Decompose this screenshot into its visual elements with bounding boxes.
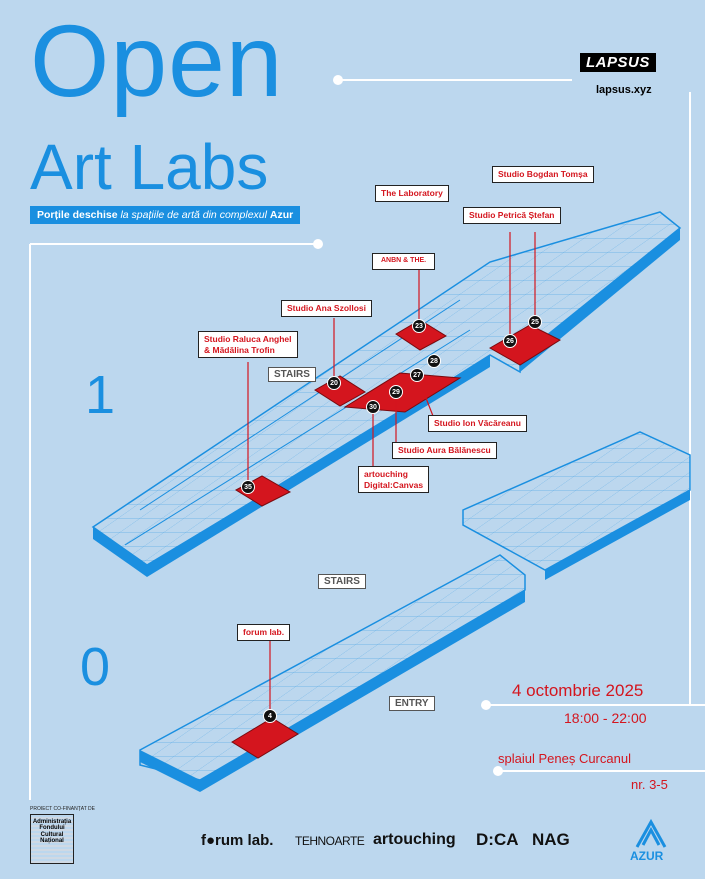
room-number-badge: 27: [410, 368, 424, 382]
label-forum-lab: forum lab.: [237, 624, 291, 641]
afcn-logo: Administrația Fondului Cultural Național: [30, 814, 74, 864]
label-raluca-line1: Studio Raluca Anghel: [204, 334, 292, 344]
label-raluca-line2: & Mădălina Trofin: [204, 344, 275, 355]
label-bogdan-tomsa: Studio Bogdan Tomșa: [492, 166, 594, 183]
frame-dots: [313, 75, 503, 776]
room-number-badge: 25: [528, 315, 542, 329]
tagline-bold-start: Porțile deschise: [37, 209, 118, 221]
title-art-labs: Art Labs: [30, 131, 269, 203]
frame-lines: [29, 79, 705, 800]
sponsor-nag: NAG: [532, 830, 570, 849]
floor-label-1: 1: [85, 365, 116, 425]
entry-tag: ENTRY: [389, 696, 435, 711]
event-number: nr. 3-5: [631, 777, 668, 792]
event-date: 4 octombrie 2025: [512, 681, 644, 700]
lapsus-logo: LAPSUS: [580, 53, 656, 72]
room-number-badge: 4: [263, 709, 277, 723]
sponsor-dca: D:CA: [476, 830, 519, 849]
room-number-badge: 29: [389, 385, 403, 399]
room-number-badge: 28: [427, 354, 441, 368]
label-artouching-line1: artouching: [364, 469, 408, 479]
room-number-badge: 35: [241, 480, 255, 494]
label-ana-szollosi: Studio Ana Szollosi: [281, 300, 373, 317]
label-petrica-stefan: Studio Petrică Ștefan: [463, 207, 561, 224]
label-anbn: ANBN & THE.: [372, 253, 436, 270]
sponsor-artouching: artouching: [373, 831, 456, 848]
stairs-tag-upper: STAIRS: [268, 367, 316, 382]
event-street: splaiul Peneș Curcanul: [498, 751, 631, 766]
label-raluca-anghel: Studio Raluca Anghel& Mădălina Trofin: [198, 331, 298, 359]
room-number-badge: 26: [503, 334, 517, 348]
floor1-annex-plan: [462, 431, 691, 580]
afcn-caption: PROIECT CO-FINANȚAT DE: [30, 806, 96, 812]
floor0-plan: [139, 554, 526, 792]
tagline: Porțile deschise la spațiile de artă din…: [30, 206, 301, 224]
floor-label-0: 0: [80, 637, 111, 697]
label-ion-vacareanu: Studio Ion Văcăreanu: [428, 415, 527, 432]
label-aura-balanescu: Studio Aura Bălănescu: [392, 442, 497, 459]
sponsor-tehnoarte: TEHNOARTE: [295, 834, 365, 848]
room-number-badge: 20: [327, 376, 341, 390]
leader-lines: [247, 232, 536, 716]
stairs-tag-ground: STAIRS: [318, 574, 366, 589]
lapsus-url[interactable]: lapsus.xyz: [596, 84, 652, 96]
room-number-badge: 23: [412, 319, 426, 333]
tagline-bold-end: Azur: [269, 209, 294, 221]
title-open: Open: [30, 4, 284, 118]
sponsor-forum-lab: f●rum lab.: [201, 832, 274, 849]
tagline-italic: la spațiile de artă din complexul: [117, 209, 270, 221]
room-number-badge: 30: [366, 400, 380, 414]
label-the-laboratory: The Laboratory: [375, 185, 449, 202]
label-artouching-line2: Digital:Canvas: [364, 479, 424, 490]
sponsor-azur: AZUR: [630, 849, 664, 863]
event-hours: 18:00 - 22:00: [564, 710, 647, 726]
